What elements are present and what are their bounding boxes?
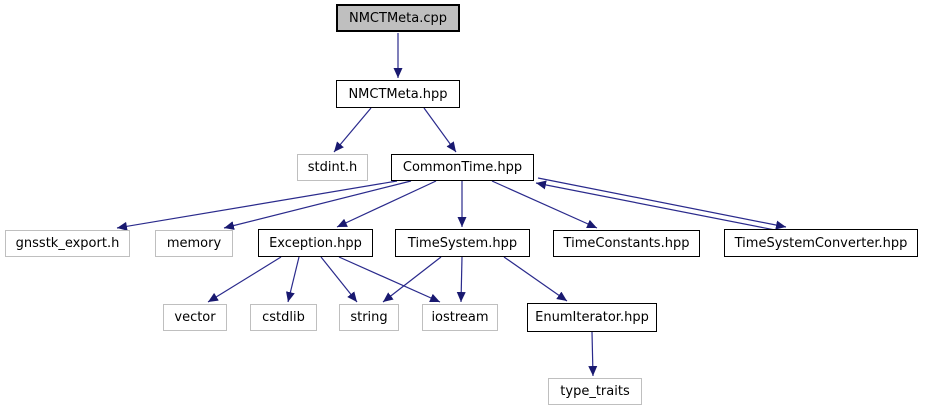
node-cstdlib: cstdlib bbox=[250, 304, 317, 331]
node-commontime-hpp[interactable]: CommonTime.hpp bbox=[391, 154, 534, 181]
edge-commontime_hpp-to-exception_hpp bbox=[336, 180, 437, 228]
edge-nmctmeta_hpp-to-commontime_hpp bbox=[423, 107, 457, 153]
edge-timesystem_hpp-to-iostream bbox=[456, 256, 466, 303]
edge-commontime_hpp-to-gnsstk_export_h bbox=[116, 180, 398, 231]
node-timeconstants-hpp[interactable]: TimeConstants.hpp bbox=[553, 230, 700, 257]
node-timesystemconverter-hpp[interactable]: TimeSystemConverter.hpp bbox=[724, 229, 918, 257]
edge-exception_hpp-to-vector bbox=[207, 256, 282, 303]
edge-enumiterator_hpp-to-type_traits bbox=[588, 331, 598, 377]
edge-exception_hpp-to-cstdlib bbox=[286, 256, 300, 303]
edge-exception_hpp-to-string bbox=[320, 256, 358, 303]
node-enumiterator-hpp[interactable]: EnumIterator.hpp bbox=[527, 303, 657, 332]
edge-exception_hpp-to-iostream bbox=[338, 256, 441, 303]
node-type-traits: type_traits bbox=[548, 378, 642, 405]
node-string: string bbox=[339, 304, 399, 331]
edge-timesystem_hpp-to-enumiterator_hpp bbox=[503, 256, 568, 302]
edge-commontime_hpp-to-memory bbox=[223, 180, 412, 230]
node-stdint-h: stdint.h bbox=[297, 154, 368, 181]
edge-commontime_hpp-to-timeconstants_hpp bbox=[491, 180, 598, 229]
node-memory: memory bbox=[155, 230, 233, 257]
node-timesystem-hpp[interactable]: TimeSystem.hpp bbox=[395, 229, 530, 257]
edge-timesystemconverter_hpp-to-commontime_hpp bbox=[535, 180, 776, 231]
edge-nmctmeta_hpp-to-stdint_h bbox=[333, 107, 372, 153]
node-iostream: iostream bbox=[422, 304, 498, 331]
edge-timesystem_hpp-to-string bbox=[382, 256, 442, 303]
node-nmctmeta-hpp[interactable]: NMCTMeta.hpp bbox=[336, 80, 460, 108]
node-vector: vector bbox=[163, 304, 227, 331]
node-gnsstk-export-h: gnsstk_export.h bbox=[5, 230, 130, 257]
edge-commontime_hpp-to-timesystemconverter_hpp bbox=[537, 177, 787, 230]
node-exception-hpp[interactable]: Exception.hpp bbox=[258, 229, 373, 257]
node-nmctmeta-cpp: NMCTMeta.cpp bbox=[336, 4, 460, 32]
